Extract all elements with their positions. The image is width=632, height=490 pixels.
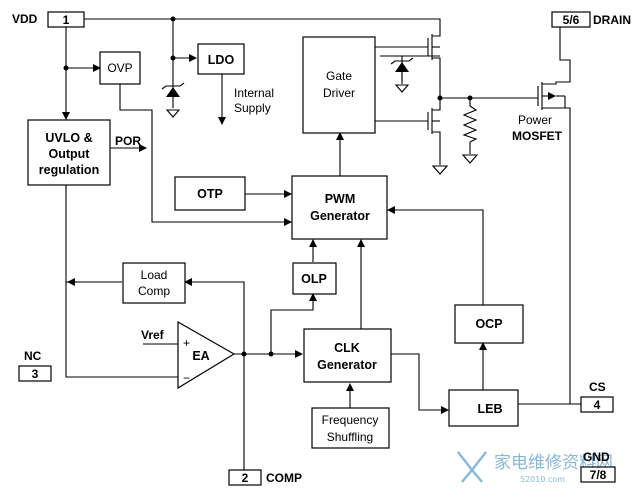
junction-dot (467, 95, 473, 101)
frequency-shuffling-block: Frequency Shuffling (311, 407, 390, 449)
pin-vdd-number: 1 (63, 13, 70, 27)
load-comp-block: Load Comp (122, 262, 186, 304)
clk-to-leb-wire (391, 353, 449, 414)
pin-drain: 5/6 DRAIN (551, 11, 631, 28)
gate-driver-label-line1: Gate (326, 69, 352, 83)
ovp-block: OVP (99, 51, 141, 85)
pin-vdd: VDD 1 (12, 11, 85, 28)
ground-icon (461, 154, 479, 164)
leb-block: LEB (448, 389, 519, 427)
ea-label: EA (192, 349, 209, 363)
pin-cs-name: CS (589, 380, 606, 394)
ocp-to-pwm-wire (387, 206, 484, 305)
watermark-logo-icon (457, 451, 487, 483)
olp-block: OLP (292, 262, 337, 295)
ovp-to-pwm-wire (119, 84, 292, 226)
ldo-label: LDO (208, 53, 235, 67)
uvlo-to-ea-wire (65, 185, 178, 378)
pin-cs: CS 4 (580, 380, 614, 413)
gate-driver-block: Gate Driver (302, 36, 376, 134)
upper-mosfet-icon (427, 28, 441, 62)
ea-to-olp-wire (270, 293, 317, 354)
vref-label: Vref (141, 328, 165, 342)
ocp-block: OCP (454, 304, 524, 344)
pin-comp-name: COMP (266, 471, 302, 485)
pwm-label-line2: Generator (310, 209, 370, 223)
pin-nc-name: NC (24, 349, 42, 363)
olp-label: OLP (301, 272, 327, 286)
ea-plus-sign: + (183, 336, 190, 350)
freq-label-line1: Frequency (322, 413, 379, 427)
ea-to-loadcomp-wire (184, 278, 245, 354)
junction-dot (241, 351, 247, 357)
vdd-rail-wire (84, 18, 441, 28)
power-mosfet-label-line2: MOSFET (512, 129, 563, 143)
pin-cs-number: 4 (594, 398, 601, 412)
pwm-label-line1: PWM (325, 192, 356, 206)
error-amplifier: EA + − (177, 320, 236, 390)
pin-drain-number: 5/6 (563, 13, 580, 27)
internal-supply-label-line1: Internal (234, 86, 274, 100)
uvlo-label-line2: Output (49, 147, 91, 161)
pin-drain-name: DRAIN (593, 13, 631, 27)
ocp-label: OCP (475, 317, 502, 331)
junction-dot (63, 65, 69, 71)
ground-icon (431, 165, 449, 175)
zener-diode-icon (161, 82, 185, 118)
clk-generator-block: CLK Generator (303, 328, 392, 383)
junction-dot (170, 16, 176, 22)
por-label: POR (115, 134, 141, 148)
lower-mosfet-icon (427, 105, 441, 136)
power-mosfet-icon (537, 81, 566, 110)
power-mosfet-label-line1: Power (518, 113, 552, 127)
leb-label: LEB (478, 402, 503, 416)
pin-gnd-name: GND (583, 450, 610, 464)
ldo-block: LDO (197, 43, 245, 75)
uvlo-label-line1: UVLO & (45, 131, 92, 145)
gate-driver-label-line2: Driver (323, 86, 355, 100)
freq-label-line2: Shuffling (327, 430, 373, 444)
resistor-icon (462, 105, 478, 143)
junction-dot (268, 351, 274, 357)
pin-vdd-name: VDD (12, 12, 38, 26)
ea-minus-sign: − (183, 371, 190, 385)
pin-nc-number: 3 (32, 367, 39, 381)
pin-comp: 2 COMP (228, 469, 302, 486)
pwm-generator-block: PWM Generator (291, 175, 388, 240)
junction-dot (170, 55, 176, 61)
junctions (63, 16, 473, 357)
zener-diode-icon (390, 57, 414, 93)
mosfet-source-wire (565, 107, 571, 404)
wires (62, 18, 581, 470)
pin-nc: NC 3 (18, 349, 52, 382)
otp-label: OTP (197, 187, 223, 201)
uvlo-block: UVLO & Output regulation (27, 119, 111, 186)
uvlo-label-line3: regulation (39, 163, 99, 177)
clk-label-line2: Generator (317, 358, 377, 372)
pin-comp-number: 2 (242, 471, 249, 485)
watermark-url: 52010.com (520, 475, 565, 484)
junction-dot (437, 95, 443, 101)
pin-gnd-number: 7/8 (590, 468, 607, 482)
load-comp-label-line2: Comp (138, 284, 170, 298)
load-comp-label-line1: Load (141, 268, 168, 282)
ovp-label: OVP (107, 61, 132, 75)
pin-gnd: GND 7/8 (580, 450, 616, 483)
clk-label-line1: CLK (334, 341, 360, 355)
drain-wire (559, 27, 571, 83)
internal-supply-label-line2: Supply (234, 101, 271, 115)
otp-block: OTP (174, 176, 246, 211)
